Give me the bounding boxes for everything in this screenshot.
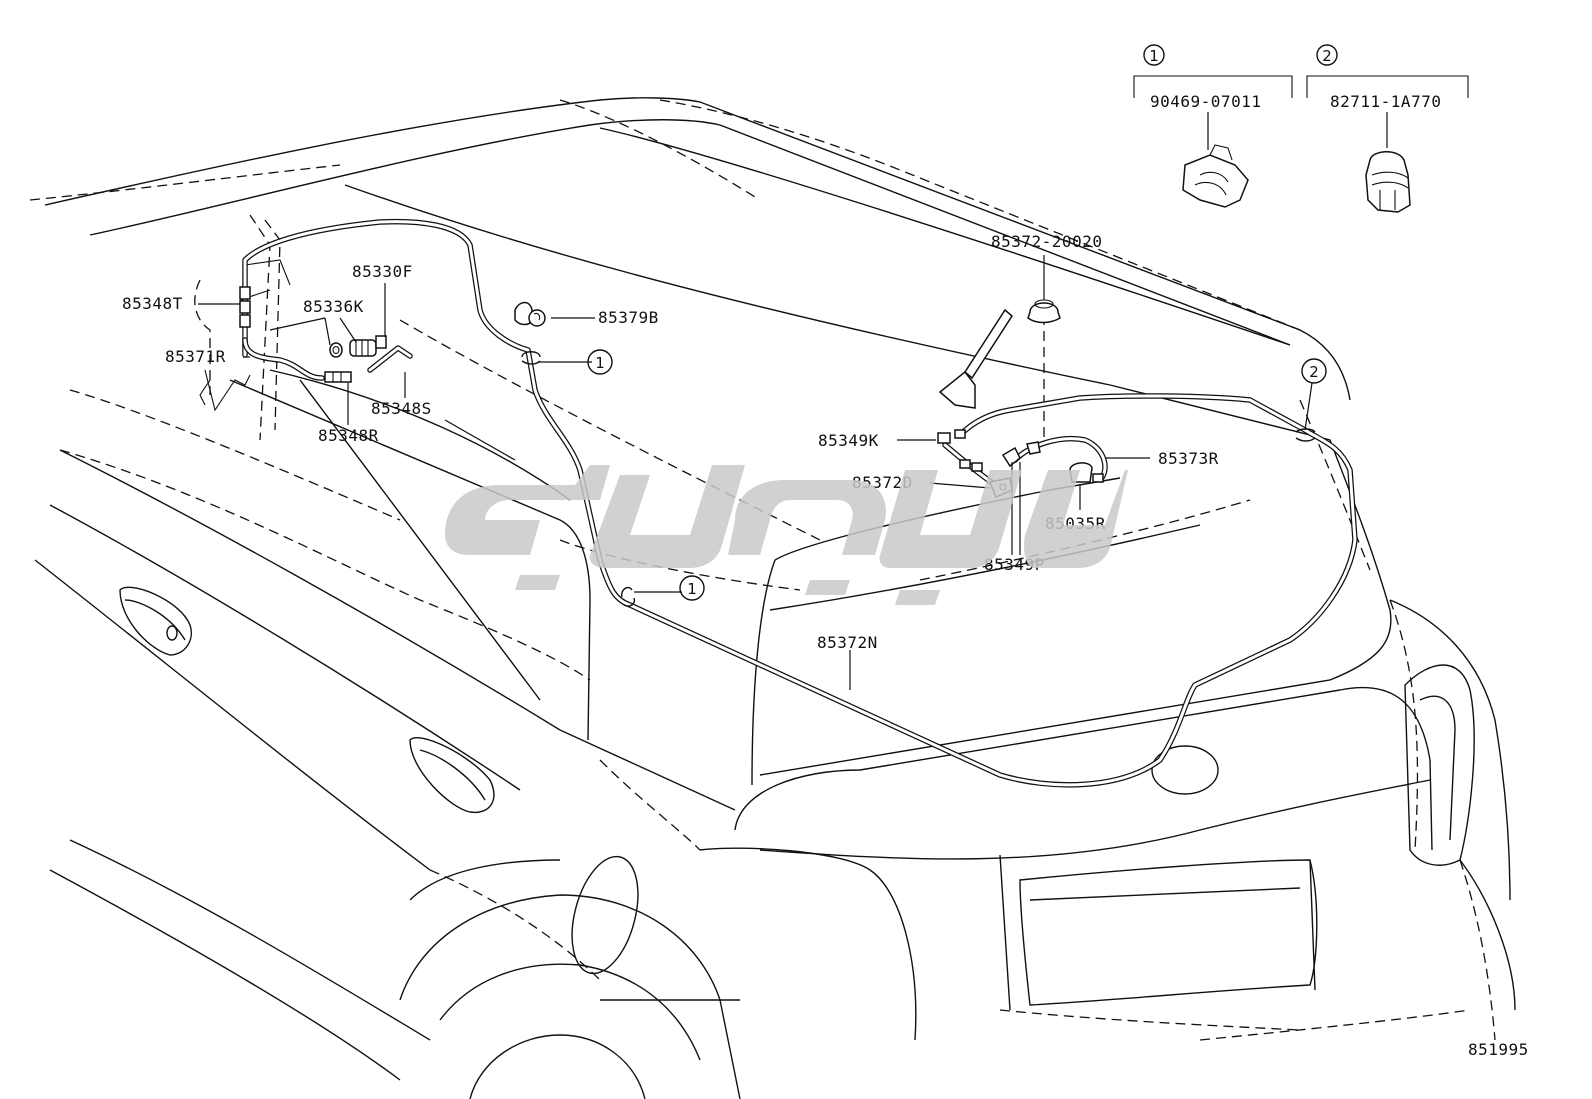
label-85348R: 85348R (318, 426, 379, 445)
label-85379B: 85379B (598, 308, 659, 327)
watermark-logo (445, 465, 1128, 605)
callout-box-1: 1 90469-07011 (1133, 44, 1293, 208)
diagram-callout-markers: 1 1 2 (587, 349, 1327, 601)
joint-85349K (937, 429, 966, 444)
callout-box-2-marker: 2 (1322, 47, 1332, 65)
wiper-arm (938, 308, 1013, 409)
callout-box-2: 2 82711-1A770 (1306, 44, 1469, 213)
callout-box-1-marker: 1 (1149, 47, 1159, 65)
label-85336K: 85336K (303, 297, 364, 316)
vehicle-body-outline (34, 97, 1516, 1099)
clamp-icon (1365, 151, 1411, 213)
marker-1-b: 1 (687, 580, 697, 598)
label-85348S: 85348S (371, 399, 432, 418)
joint-85349P (1001, 441, 1041, 468)
connector-85348R (324, 371, 352, 383)
leader-lines (198, 255, 1313, 690)
grommet-85336K (329, 342, 343, 358)
connector-85348T (239, 286, 251, 328)
callout-box-1-part-number: 90469-07011 (1150, 92, 1261, 111)
figure-number: 851995 (1468, 1040, 1529, 1059)
label-85348T: 85348T (122, 294, 183, 313)
marker-2: 2 (1309, 363, 1319, 381)
label-85330F: 85330F (352, 262, 413, 281)
label-85372N: 85372N (817, 633, 878, 652)
label-85371R: 85371R (165, 347, 226, 366)
washer-tank-bracket (199, 259, 291, 412)
marker-1-a: 1 (595, 354, 605, 372)
label-85349K: 85349K (818, 431, 879, 450)
hidden-lines (29, 99, 1496, 1041)
label-85372-20020: 85372-20020 (991, 232, 1102, 251)
pump-85330F (349, 335, 387, 357)
label-85373R: 85373R (1158, 449, 1219, 468)
washer-hose-route (242, 218, 1358, 788)
hose-clip-icon (1182, 144, 1249, 208)
callout-box-2-part-number: 82711-1A770 (1330, 92, 1441, 111)
grommet-85372-20020 (1027, 299, 1061, 324)
clip-85379B (514, 301, 546, 327)
